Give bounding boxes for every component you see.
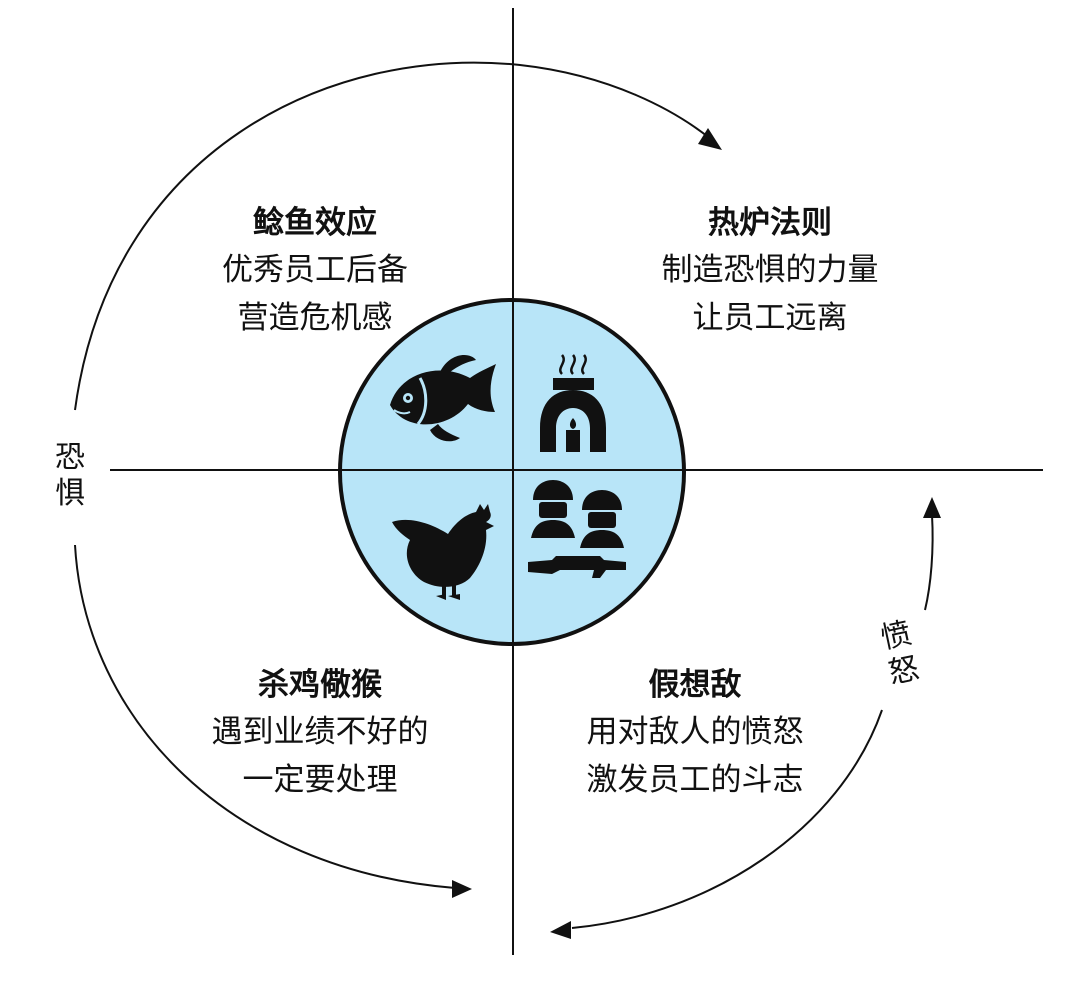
fish-icon [390,355,496,442]
fear-label-char: 恐 [55,440,85,475]
quadrant-top-left-text: 鲶鱼效应 优秀员工后备 营造危机感 [175,200,455,342]
anger-arc-lower [571,709,883,929]
soldiers-icon [528,480,626,578]
quadrant-title: 假想敌 [648,667,742,703]
quadrant-bottom-left-text: 杀鸡儆猴 遇到业绩不好的 一定要处理 [170,662,470,804]
quadrant-title: 鲶鱼效应 [253,205,377,241]
fear-arc-upper [74,61,713,411]
quadrant-line: 让员工远离 [692,300,848,336]
fear-label: 恐 惧 [52,440,88,512]
quadrant-line: 一定要处理 [242,762,398,798]
quadrant-line: 营造危机感 [237,300,393,336]
quadrant-line: 激发员工的斗志 [586,762,804,798]
anger-arc-upper [924,514,934,611]
fear-arrowhead-upper [698,128,722,150]
anger-arrowhead-upper [923,497,941,518]
anger-arrowhead-lower [550,921,571,939]
fear-arc-lower [74,544,456,889]
quadrant-title: 热炉法则 [708,205,832,241]
chicken-icon [392,504,494,600]
quadrant-title: 杀鸡儆猴 [258,667,382,703]
quadrant-line: 遇到业绩不好的 [211,714,429,750]
fear-label-char: 惧 [55,476,85,511]
quadrant-top-right-text: 热炉法则 制造恐惧的力量 让员工远离 [620,200,920,342]
quadrant-line: 优秀员工后备 [222,252,408,288]
quadrant-line: 用对敌人的愤怒 [586,714,804,750]
fear-arrowhead-lower [452,880,472,898]
stove-icon [540,354,606,452]
quadrant-line: 制造恐惧的力量 [661,252,879,288]
quadrant-bottom-right-text: 假想敌 用对敌人的愤怒 激发员工的斗志 [545,662,845,804]
